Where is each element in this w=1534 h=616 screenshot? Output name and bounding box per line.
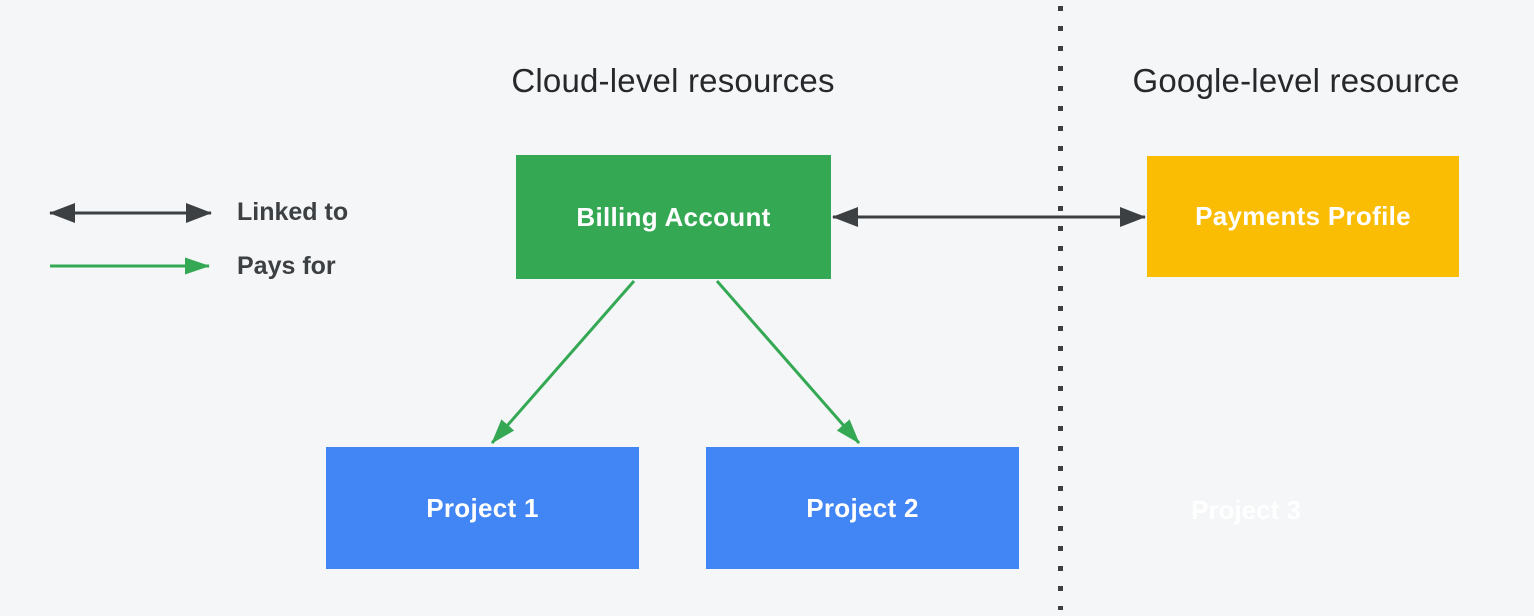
project-2-node: Project 2 [706, 447, 1019, 569]
billing-account-node: Billing Account [516, 155, 831, 279]
project-3-label: Project 3 [1191, 495, 1301, 525]
cloud-level-section-title: Cloud-level resources [511, 62, 835, 99]
dotted-divider-line [1058, 6, 1063, 610]
payments-profile-node: Payments Profile [1147, 156, 1459, 277]
project-2-label: Project 2 [806, 492, 919, 523]
legend-linked-to-label: Linked to [237, 198, 349, 226]
billing-project2-pays-arrow [715, 280, 861, 444]
billing-account-label: Billing Account [576, 201, 771, 232]
project-1-node: Project 1 [326, 447, 639, 569]
payments-profile-label: Payments Profile [1195, 201, 1411, 231]
google-level-section-title: Google-level resource [1132, 62, 1460, 99]
project-1-label: Project 1 [426, 492, 539, 523]
billing-project1-pays-arrow [490, 280, 636, 444]
legend-pays-for-label: Pays for [237, 252, 336, 280]
